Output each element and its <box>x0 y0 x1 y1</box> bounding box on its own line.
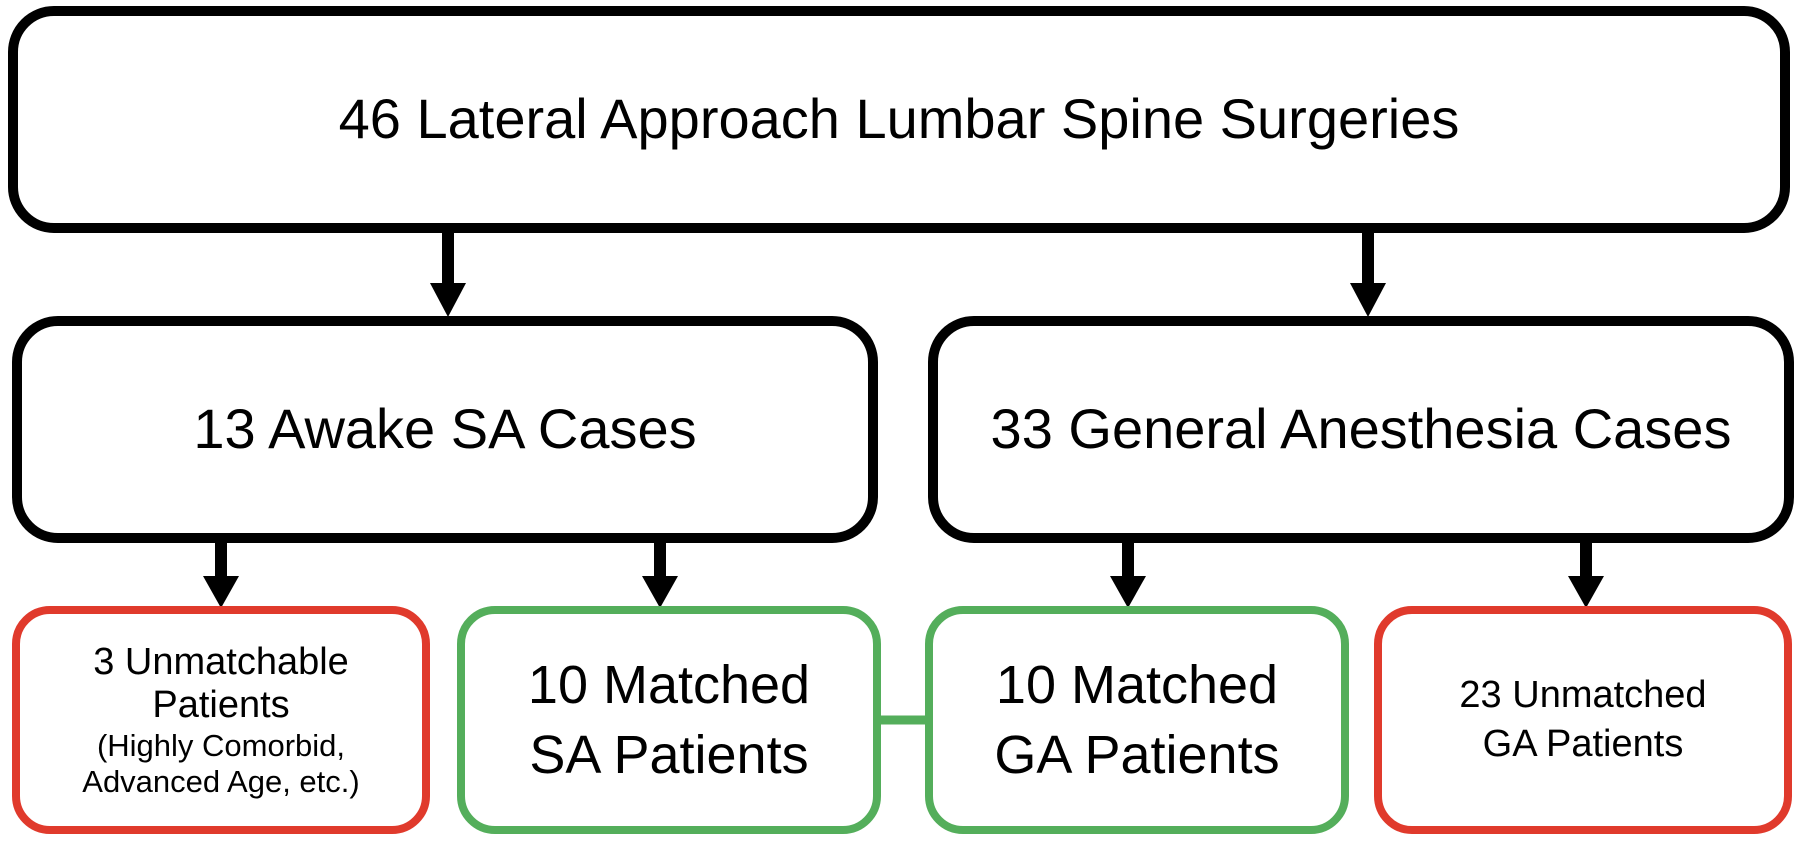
node-matched-sa-line-1: 10 Matched <box>527 654 811 715</box>
node-matched-ga-line-1: 10 Matched <box>995 654 1279 715</box>
node-awake-label: 13 Awake SA Cases <box>193 397 697 461</box>
arrow-general-to-matched-ga <box>1110 542 1146 608</box>
node-total-surgeries: 46 Lateral Approach Lumbar Spine Surgeri… <box>8 6 1790 233</box>
arrow-awake-to-unmatchable <box>203 542 239 608</box>
node-matched-sa-patients: 10 Matched SA Patients <box>457 606 881 834</box>
arrow-total-to-general <box>1350 232 1386 317</box>
node-unmatchable-line-1: 3 Unmatchable <box>93 640 349 683</box>
node-unmatchable-line-4: Advanced Age, etc.) <box>82 763 360 799</box>
node-total-label: 46 Lateral Approach Lumbar Spine Surgeri… <box>338 87 1460 151</box>
node-general-anesthesia-cases: 33 General Anesthesia Cases <box>928 316 1794 543</box>
node-matched-ga-line-2: GA Patients <box>994 725 1280 785</box>
node-unmatchable-line-3: (Highly Comorbid, <box>96 728 346 764</box>
node-awake-sa-cases: 13 Awake SA Cases <box>12 316 878 543</box>
node-matched-ga-patients: 10 Matched GA Patients <box>925 606 1349 834</box>
node-unmatchable-patients: 3 Unmatchable Patients (Highly Comorbid,… <box>12 606 430 834</box>
node-unmatched-ga-line-1: 23 Unmatched <box>1459 673 1707 716</box>
node-unmatched-ga-line-2: GA Patients <box>1482 723 1684 765</box>
node-unmatched-ga-patients: 23 Unmatched GA Patients <box>1374 606 1792 834</box>
arrow-total-to-awake <box>430 232 466 317</box>
node-unmatchable-line-2: Patients <box>152 684 290 727</box>
node-general-label: 33 General Anesthesia Cases <box>990 397 1732 461</box>
node-matched-sa-line-2: SA Patients <box>529 725 809 785</box>
arrow-awake-to-matched-sa <box>642 542 678 608</box>
arrow-general-to-unmatched-ga <box>1568 542 1604 608</box>
